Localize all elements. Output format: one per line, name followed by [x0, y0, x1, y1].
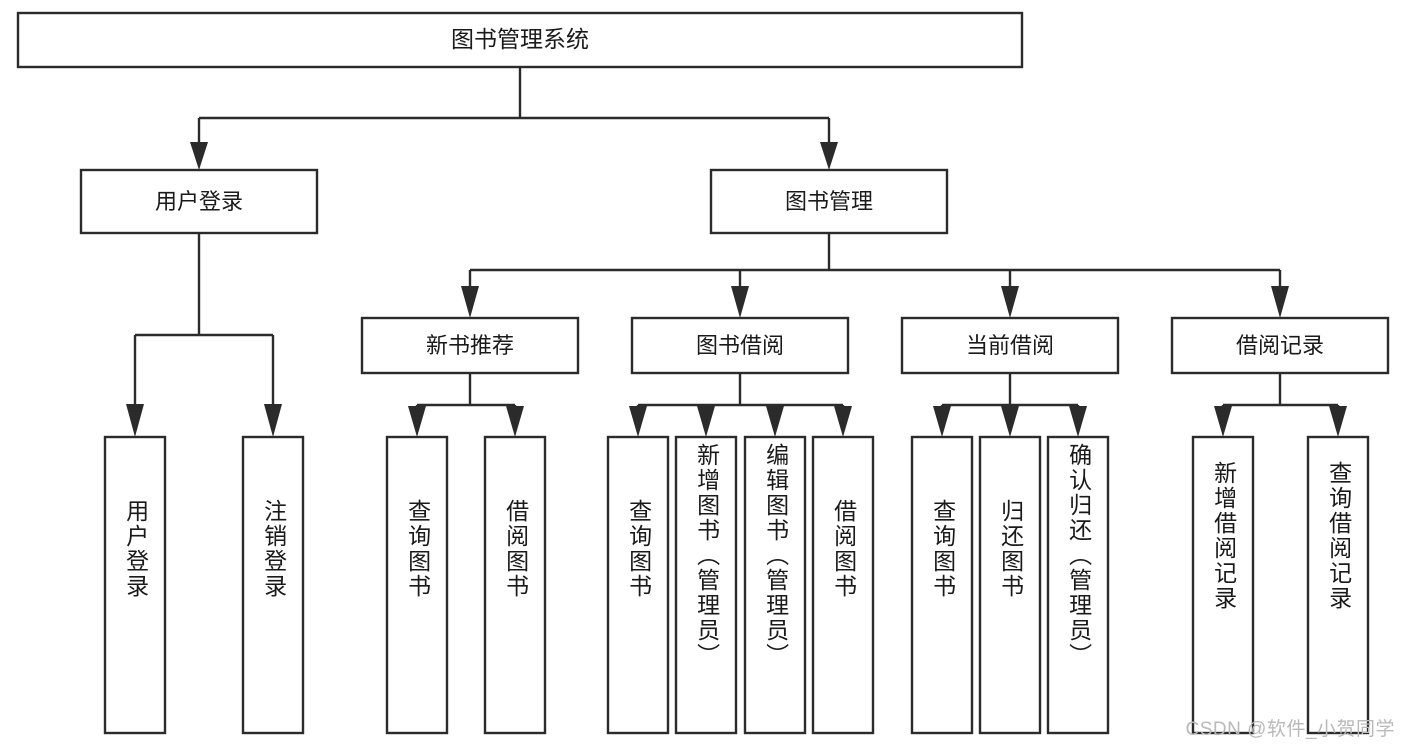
- node-book-borrow[interactable]: 图书借阅: [630, 316, 850, 375]
- leaf-box-bb-query-book[interactable]: [606, 435, 670, 735]
- node-current-borrow-box[interactable]: [900, 316, 1120, 375]
- node-new-book-recommend[interactable]: 新书推荐: [360, 316, 580, 375]
- leaf-box-user-login[interactable]: [103, 435, 167, 735]
- node-borrow-record-label: 借阅记录: [1236, 333, 1324, 358]
- leaf-box-cb-return-book[interactable]: [978, 435, 1042, 735]
- arrow-user-login: [190, 142, 208, 170]
- arrow-leaf-bb-add-book: [697, 406, 715, 437]
- arrow-leaf-bb-query-book: [629, 406, 647, 437]
- arrow-leaf-cb-query-book: [933, 406, 951, 437]
- node-book-manage-box[interactable]: [709, 168, 949, 235]
- node-borrow-record[interactable]: 借阅记录: [1170, 316, 1390, 375]
- leaf-box-nbr-borrow-book[interactable]: [483, 435, 547, 735]
- leaf-box-logout[interactable]: [241, 435, 305, 735]
- arrow-leaf-br-query-record: [1329, 406, 1347, 437]
- node-book-borrow-box[interactable]: [630, 316, 850, 375]
- node-book-borrow-label: 图书借阅: [696, 333, 784, 358]
- arrow-leaf-logout: [264, 404, 282, 437]
- node-root-label: 图书管理系统: [451, 26, 589, 52]
- leaf-box-br-add-record[interactable]: [1191, 435, 1255, 735]
- arrow-leaf-bb-edit-book: [766, 406, 784, 437]
- node-root[interactable]: 图书管理系统: [16, 11, 1024, 69]
- arrow-leaf-cb-return-book: [1001, 406, 1019, 437]
- leaf-box-bb-add-book[interactable]: [674, 435, 738, 735]
- node-current-borrow[interactable]: 当前借阅: [900, 316, 1120, 375]
- leaf-box-bb-edit-book[interactable]: [743, 435, 807, 735]
- arrow-current-borrow: [1001, 286, 1019, 318]
- node-book-manage-label: 图书管理: [785, 189, 873, 214]
- leaf-box-bb-borrow-book[interactable]: [811, 435, 875, 735]
- arrow-leaf-bb-borrow-book: [834, 406, 852, 437]
- node-book-manage[interactable]: 图书管理: [709, 168, 949, 235]
- arrow-book-borrow: [731, 286, 749, 318]
- node-root-box[interactable]: [16, 11, 1024, 69]
- leaf-box-br-query-record[interactable]: [1306, 435, 1370, 735]
- node-borrow-record-box[interactable]: [1170, 316, 1390, 375]
- node-user-login-label: 用户登录: [155, 189, 243, 214]
- node-user-login[interactable]: 用户登录: [79, 168, 319, 235]
- leaf-box-cb-query-book[interactable]: [910, 435, 974, 735]
- arrow-leaf-br-add-record: [1214, 406, 1232, 437]
- watermark: CSDN @软件_小贺同学: [1185, 719, 1395, 740]
- arrow-leaf-user-login: [126, 404, 144, 437]
- arrow-borrow-record: [1271, 286, 1289, 318]
- arrow-book-manage: [820, 142, 838, 170]
- arrow-leaf-nbr-query-book: [408, 406, 426, 437]
- node-new-book-recommend-label: 新书推荐: [426, 333, 514, 358]
- node-current-borrow-label: 当前借阅: [966, 333, 1054, 358]
- node-new-book-recommend-box[interactable]: [360, 316, 580, 375]
- leaf-box-nbr-query-book[interactable]: [385, 435, 449, 735]
- arrow-leaf-nbr-borrow-book: [506, 406, 524, 437]
- arrow-leaf-cb-confirm-return: [1069, 406, 1087, 437]
- leaf-box-cb-confirm-return[interactable]: [1046, 435, 1110, 735]
- arrow-new-book-recommend: [461, 286, 479, 318]
